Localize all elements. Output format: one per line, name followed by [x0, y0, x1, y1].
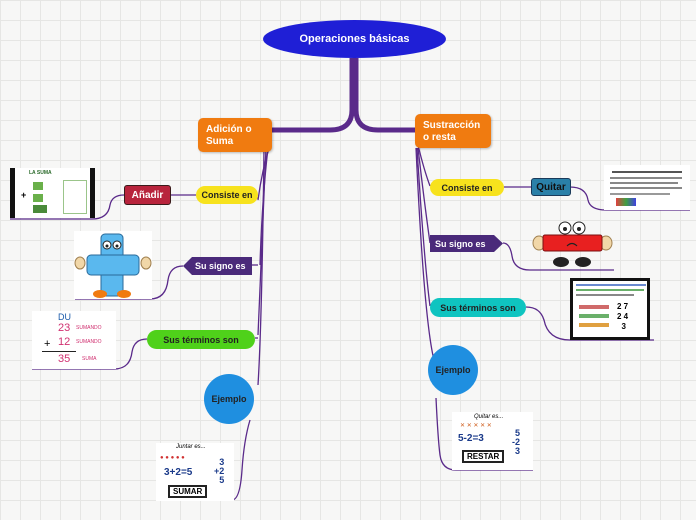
plus-sign: +: [44, 338, 51, 350]
adicion-signo-node[interactable]: Su signo es: [183, 257, 252, 275]
color-strip-icon: [616, 198, 636, 206]
adicion-signo-label: Su signo es: [195, 261, 246, 271]
number-35: 35: [58, 353, 71, 365]
plus-character-icon: [74, 233, 152, 298]
ants-icon: ✕ ✕ ✕ ✕ ✕: [460, 423, 492, 429]
juntar-title: Juntar es...: [176, 444, 206, 450]
quitar-node[interactable]: Quitar: [531, 178, 571, 196]
number-12: 12: [58, 336, 71, 348]
anadir-node[interactable]: Añadir: [124, 185, 171, 205]
bugs-icon: ● ● ● ● ●: [160, 455, 185, 461]
terminos-suma-image: DU 23 SUMANDO + 12 SUMANDO 35 SUMA: [32, 311, 116, 369]
text-line: [612, 171, 682, 173]
table-icon: [63, 180, 87, 214]
text-line: [576, 289, 644, 291]
sustraccion-signo-label: Su signo es: [435, 238, 486, 249]
la-suma-title: LA SUMA: [29, 170, 52, 176]
quitar-label: Quitar: [536, 181, 566, 193]
sustraccion-consiste-label: Consiste en: [441, 182, 493, 193]
sustraccion-ejemplo-label: Ejemplo: [435, 365, 471, 375]
sustraccion-branch[interactable]: Sustracción o resta: [415, 114, 491, 148]
quitar-title: Quitar es...: [474, 414, 504, 420]
block-icon: [33, 205, 47, 213]
adicion-terminos-label: Sus términos son: [163, 334, 239, 345]
du-label: DU: [58, 312, 71, 322]
restar-button: RESTAR: [462, 450, 505, 463]
text-line: [576, 284, 646, 286]
adicion-label: Adición o Suma: [206, 124, 252, 147]
text-line: [576, 294, 634, 296]
adicion-ejemplo-label: Ejemplo: [211, 394, 247, 404]
sustraccion-label: Sustracción o resta: [423, 120, 481, 143]
adicion-terminos-node[interactable]: Sus términos son: [147, 330, 255, 349]
minus-character-icon: [532, 221, 613, 267]
number-23: 23: [58, 322, 71, 334]
sustraccion-consiste-node[interactable]: Consiste en: [430, 179, 504, 196]
anadir-label: Añadir: [131, 189, 164, 201]
equation-resta: 5-2=3: [458, 433, 484, 444]
block-icon: [33, 194, 43, 202]
equation-suma: 3+2=5: [164, 467, 193, 478]
suma-label: SUMA: [82, 356, 97, 362]
sumando-label-1: SUMANDO: [76, 325, 102, 331]
plus-icon: +: [21, 190, 27, 200]
sum-line: [42, 351, 76, 352]
text-line: [610, 187, 682, 189]
adicion-consiste-label: Consiste en: [201, 190, 253, 200]
adicion-consiste-node[interactable]: Consiste en: [196, 186, 258, 204]
sumar-button: SUMAR: [168, 485, 208, 498]
sumando-label-2: SUMANDO: [76, 339, 102, 345]
text-line: [610, 193, 670, 195]
minuendo-bar: [579, 305, 609, 309]
minus-character-image: [531, 218, 614, 270]
adicion-ejemplo-node[interactable]: Ejemplo: [204, 374, 254, 424]
root-node[interactable]: Operaciones básicas: [263, 20, 446, 58]
sustraccion-ejemplo-node[interactable]: Ejemplo: [428, 345, 478, 395]
sustraccion-terminos-node[interactable]: Sus términos son: [430, 298, 526, 317]
text-line: [610, 177, 682, 179]
quitar-text-image: [604, 165, 690, 210]
sustraendo-bar: [579, 314, 609, 318]
diferencia-bar: [579, 323, 609, 327]
text-line: [610, 182, 678, 184]
sustraccion-signo-node[interactable]: Su signo es: [430, 235, 503, 252]
sustraccion-terminos-label: Sus términos son: [440, 302, 516, 313]
plus-character-image: [74, 231, 152, 299]
root-label: Operaciones básicas: [299, 33, 410, 45]
adicion-branch[interactable]: Adición o Suma: [198, 118, 272, 152]
block-icon: [33, 182, 43, 190]
la-suma-image: LA SUMA +: [10, 168, 95, 218]
